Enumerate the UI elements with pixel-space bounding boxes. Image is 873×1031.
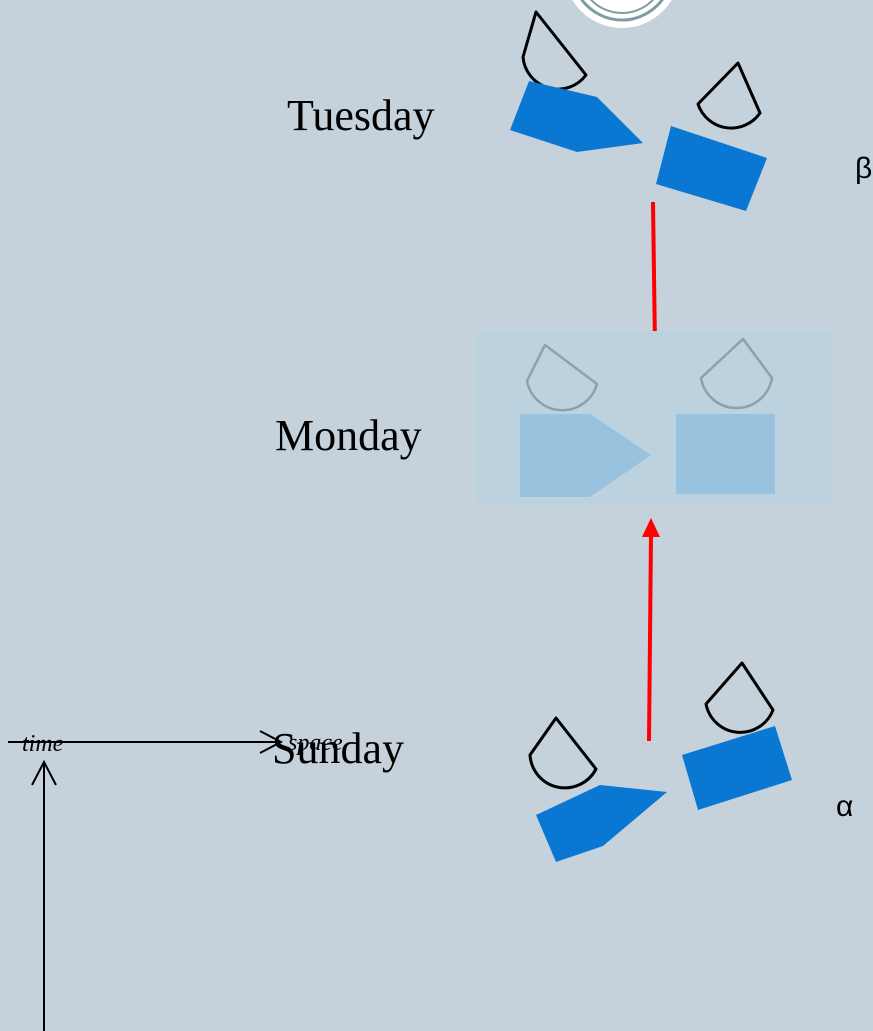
space-axis [8, 730, 284, 754]
time-axis-label: time [22, 731, 64, 757]
day-label-monday: Monday [275, 411, 422, 460]
tuesday-left-pointed-block [510, 81, 643, 152]
sunday-right-cup-icon [704, 661, 775, 734]
day-label-tuesday: Tuesday [287, 91, 435, 140]
arrow-up [642, 518, 660, 742]
alpha-label: α [836, 790, 853, 823]
sunday-left-pointed-block [536, 785, 667, 862]
tuesday-left-cup-icon [521, 10, 588, 91]
time-axis [31, 759, 57, 1031]
monday-right-block [676, 414, 775, 494]
tuesday-right-cup-icon [696, 61, 762, 130]
day-label-sunday: Sunday [272, 724, 404, 773]
sunday-left-cup-icon [528, 716, 598, 790]
space-axis-label: space [288, 730, 343, 756]
monday-right-cup-icon [699, 337, 774, 410]
top-circle-icon [572, 0, 672, 28]
tuesday-right-block [656, 126, 767, 211]
monday-left-pointed-block [520, 414, 651, 497]
sunday-right-block [682, 726, 792, 810]
beta-label: β [855, 152, 872, 185]
monday-left-cup-icon [525, 343, 599, 412]
